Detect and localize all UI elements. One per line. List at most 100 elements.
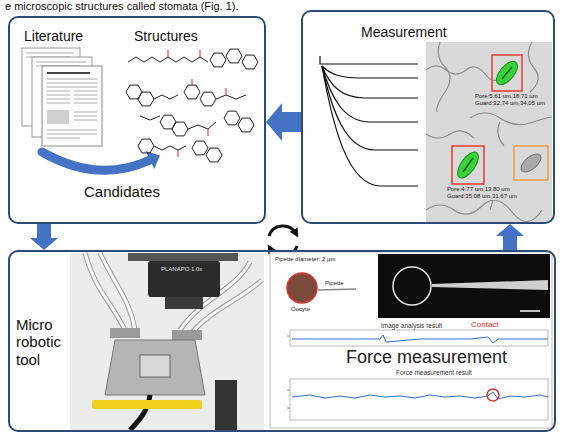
annotation-label: e microscopic structures called stomata …	[4, 0, 240, 13]
stomata-image	[426, 66, 506, 80]
panel-box: Micro robotic tool	[8, 250, 556, 432]
panel-heading: Structures	[134, 28, 198, 44]
stomata-image	[463, 158, 473, 172]
chemical-structures	[138, 139, 154, 153]
chemical-structures	[140, 116, 160, 120]
cycle-icon	[269, 226, 296, 236]
paper-stack	[47, 79, 97, 80]
chemical-structures	[216, 95, 246, 99]
chemical-structures	[168, 50, 169, 57]
paper-stack	[74, 116, 97, 117]
annotation-label: Contact	[470, 320, 500, 329]
paper-stack	[74, 99, 97, 100]
chemical-structures	[172, 122, 188, 136]
stomata-image	[426, 42, 552, 222]
stomata-image	[528, 42, 538, 92]
annotation-label: Pore:4.77 um,13.80 um	[446, 186, 511, 193]
annotation-label: Guard:32.74 um,34.05 um	[474, 100, 546, 107]
chemical-structures	[138, 92, 154, 106]
force-screenshot	[292, 335, 548, 343]
paper-stack	[74, 95, 97, 96]
stomata-image	[426, 42, 552, 222]
paper-stack	[47, 130, 97, 131]
panel-box: Measurement	[301, 10, 555, 224]
chemical-structures	[192, 79, 193, 85]
stomata-image	[454, 149, 483, 182]
microscope-photo	[100, 253, 135, 330]
force-screenshot	[270, 252, 552, 428]
current-traces	[322, 66, 418, 150]
paper-stack	[47, 103, 70, 104]
chemical-structures	[224, 111, 240, 125]
paper-stack	[47, 95, 70, 96]
chemical-structures	[206, 148, 222, 162]
annotation-label: Pore:5.61 um,18.71 um	[474, 93, 539, 100]
force-screenshot	[432, 280, 548, 290]
chemical-structures	[126, 49, 258, 162]
chemical-structures	[184, 85, 200, 99]
force-screenshot	[378, 254, 550, 318]
microscope-photo	[70, 253, 264, 430]
chemical-structures	[226, 88, 227, 95]
chemical-structures	[188, 122, 216, 129]
stomata-image	[498, 122, 504, 146]
annotation-label: Image analysis result	[380, 322, 443, 329]
force-screenshot	[318, 289, 356, 290]
flow-arrow	[30, 224, 58, 250]
force-screenshot	[287, 390, 290, 391]
panel-heading: Measurement	[361, 24, 447, 40]
annotation-label: Pipette	[324, 280, 345, 287]
chemical-structures	[226, 49, 242, 63]
paper-stack	[36, 62, 86, 63]
force-screenshot	[287, 273, 317, 303]
candidate-arrow	[146, 151, 160, 169]
annotation-label: Guard:35.08 um,31.67 um	[446, 193, 518, 200]
microscope-photo	[140, 355, 170, 377]
stomata-image	[502, 67, 512, 79]
paper-stack	[22, 48, 102, 146]
microscope-photo	[70, 253, 264, 430]
candidate-arrow	[42, 151, 160, 170]
paper-stack	[47, 99, 70, 100]
panel-heading: Micro robotic tool	[16, 316, 80, 368]
chemical-structures	[210, 53, 226, 67]
stomata-image	[518, 151, 544, 176]
force-screenshot	[270, 252, 552, 428]
microscope-photo	[105, 340, 205, 395]
chemical-structures	[238, 118, 254, 132]
stomata-image	[470, 113, 552, 125]
chemical-structures	[178, 150, 179, 157]
stomata-image	[426, 200, 542, 221]
force-screenshot	[290, 330, 548, 346]
chemical-structures	[128, 57, 208, 62]
paper-stack	[47, 138, 80, 139]
current-traces	[322, 66, 418, 98]
annotation-label: Pipette diameter: 2 µm	[274, 256, 336, 263]
force-screenshot	[292, 392, 548, 399]
force-screenshot	[520, 310, 540, 312]
paper-stack	[47, 134, 97, 135]
stomata-image	[493, 58, 522, 88]
microscope-photo	[110, 328, 140, 338]
annotation-label: Oocyte	[290, 306, 311, 313]
chemical-structures	[200, 50, 201, 57]
paper-stack	[47, 83, 97, 84]
force-screenshot	[287, 408, 290, 409]
stomata-image	[437, 42, 450, 112]
current-traces	[322, 66, 418, 78]
microscope-photo	[92, 400, 202, 409]
annotation-label: PLANAPO 1.0x	[160, 266, 203, 273]
microscope-photo	[172, 330, 202, 340]
paper-stack	[26, 53, 74, 54]
force-screenshot	[290, 379, 548, 420]
microscope-photo	[165, 297, 203, 309]
panel-heading: Literature	[24, 28, 83, 44]
chemical-structures	[242, 55, 258, 69]
microscope-photo	[148, 261, 220, 297]
paper-stack	[74, 91, 97, 92]
force-screenshot	[287, 336, 290, 337]
paper-stack	[74, 112, 97, 113]
chemical-structures	[200, 92, 216, 106]
